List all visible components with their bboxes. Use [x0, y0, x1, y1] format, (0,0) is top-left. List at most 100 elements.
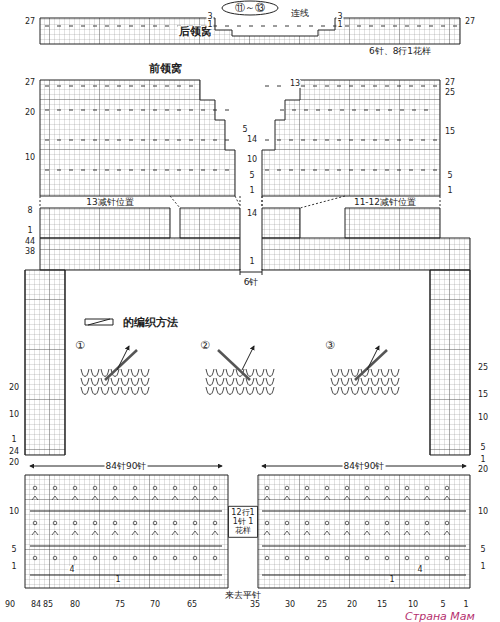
chart-stroke: [397, 86, 401, 87]
chart-stroke: [73, 556, 77, 560]
chart-stroke: [441, 26, 445, 27]
chart-stroke: [345, 26, 349, 27]
row-number: 10: [24, 154, 36, 162]
chart-label: 11-12减针位置: [353, 198, 417, 207]
chart-stroke: [305, 521, 309, 525]
row-number: 20: [24, 109, 36, 117]
chart-stroke: [373, 170, 377, 171]
chart-stroke: [256, 369, 264, 376]
chart-stroke: [45, 86, 49, 87]
chart-stroke: [262, 208, 300, 238]
chart-stroke: [433, 86, 437, 87]
row-number: 1: [248, 187, 255, 195]
chart-stroke: [45, 170, 49, 171]
chart-stroke: [265, 556, 269, 560]
chart-stroke: [201, 170, 205, 171]
chart-stroke: [129, 86, 133, 87]
chart-stroke: [376, 110, 380, 111]
chart-stroke: [345, 486, 349, 490]
chart-label: 前领窝: [148, 63, 183, 74]
chart-stroke: [105, 170, 109, 171]
chart-stroke: [152, 531, 158, 535]
row-number: 15: [376, 601, 388, 609]
row-number: 10: [407, 601, 419, 609]
chart-stroke: [409, 140, 413, 141]
chart-stroke: [409, 86, 413, 87]
chart-stroke: [173, 521, 177, 525]
row-number: 80: [69, 601, 81, 609]
chart-stroke: [72, 496, 78, 500]
chart-stroke: [381, 26, 385, 27]
chart-stroke: [365, 556, 369, 560]
chart-stroke: [325, 556, 329, 560]
chart-stroke: [81, 378, 89, 385]
chart-stroke: [141, 26, 145, 27]
chart-stroke: [92, 531, 98, 535]
chart-stroke: [261, 26, 265, 27]
chart-stroke: [226, 369, 234, 376]
row-number: 25: [316, 601, 328, 609]
chart-stroke: [193, 486, 197, 490]
chart-stroke: [364, 531, 370, 535]
chart-stroke: [325, 86, 329, 87]
chart-stroke: [177, 170, 181, 171]
chart-stroke: [177, 140, 181, 141]
chart-stroke: [91, 378, 99, 385]
chart-stroke: [285, 486, 289, 490]
chart-stroke: [117, 110, 121, 111]
row-number: 1: [114, 576, 121, 584]
row-number: 1: [10, 563, 17, 571]
chart-stroke: [405, 556, 409, 560]
chart-stroke: [444, 531, 450, 535]
chart-stroke: [113, 486, 117, 490]
chart-stroke: [192, 531, 198, 535]
chart-stroke: [132, 531, 138, 535]
chart-stroke: [101, 387, 109, 394]
chart-stroke: [337, 140, 341, 141]
chart-stroke: [132, 496, 138, 500]
chart-stroke: [201, 110, 205, 111]
row-number: 27: [464, 18, 476, 26]
chart-stroke: [52, 496, 58, 500]
chart-stroke: [313, 170, 317, 171]
chart-stroke: [117, 26, 121, 27]
chart-stroke: [361, 140, 365, 141]
row-number: 90: [4, 601, 16, 609]
chart-stroke: [421, 86, 425, 87]
chart-label: 6针、8行1花样: [368, 47, 432, 56]
chart-stroke: [384, 531, 390, 535]
row-number: 1: [206, 21, 213, 29]
guide-line: [40, 196, 440, 208]
chart-stroke: [201, 140, 205, 141]
chart-stroke: [213, 140, 217, 141]
technique-illustration: [331, 346, 399, 394]
chart-stroke: [385, 486, 389, 490]
chart-stroke: [93, 170, 97, 171]
chart-stroke: [33, 486, 37, 490]
chart-stroke: [357, 26, 361, 27]
chart-stroke: [57, 86, 61, 87]
chart-stroke: [284, 496, 290, 500]
row-number: 4: [68, 566, 75, 574]
chart-label: ①: [74, 340, 86, 351]
chart-stroke: [25, 475, 228, 588]
chart-stroke: [305, 556, 309, 560]
chart-label: ③: [324, 340, 336, 351]
chart-stroke: [69, 86, 73, 87]
chart-stroke: [40, 18, 460, 44]
chart-stroke: [285, 556, 289, 560]
chart-stroke: [216, 369, 224, 376]
chart-stroke: [193, 521, 197, 525]
chart-stroke: [225, 170, 229, 171]
row-number: 38: [24, 248, 36, 256]
chart-stroke: [242, 346, 254, 370]
chart-stroke: [445, 521, 449, 525]
chart-stroke: [369, 26, 373, 27]
chart-stroke: [105, 26, 109, 27]
chart-stroke: [331, 387, 339, 394]
row-number: 4: [416, 566, 423, 574]
chart-stroke: [189, 110, 193, 111]
chart-stroke: [301, 170, 305, 171]
row-number: 85: [42, 601, 54, 609]
